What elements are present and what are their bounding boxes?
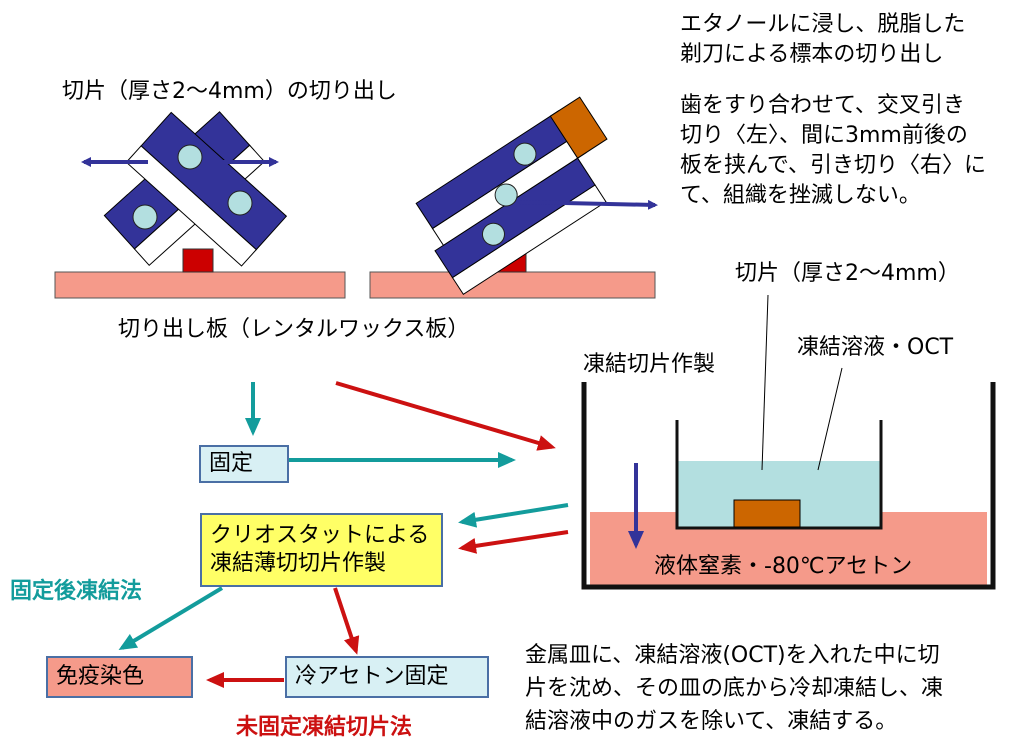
pointer-section [761,294,769,471]
section-cut-title: 切片（厚さ2～4mm）の切り出し [62,79,397,104]
oct-label: 凍結溶液・OCT [797,335,954,360]
immuno-label: 免疫染色 [56,664,145,689]
cutting-board-right [369,271,656,299]
method-unfixed-label: 未固定凍結切片法 [236,715,413,740]
footer-line-2: 片を沈め、その皿の底から冷却凍結し、凍 [525,676,944,701]
arrow-freeze-to-cryostat-teal [458,503,569,528]
cryostat-line-2: 凍結薄切切片作製 [210,551,387,576]
cut-note-line-2: 切り〈左〉、間に3mm前後の [680,123,968,148]
tissue-section [733,499,801,528]
frozen-prep-title: 凍結切片作製 [583,352,716,377]
fix-box-label: 固定 [209,451,254,476]
knife-note-line-2: 剃刀による標本の切り出し [680,42,944,67]
specimen-block-left [182,248,214,273]
blade-pair-left [103,111,288,267]
knife-note-line-1: エタノールに浸し、脱脂した [680,12,966,37]
cryostat-line-1: クリオスタットによる [210,523,430,548]
section-thickness-label: 切片（厚さ2～4mm） [735,261,960,286]
cut-note-line-3: 板を挟んで、引き切り〈右〉に [680,153,987,178]
footer-line-1: 金属皿に、凍結溶液(OCT)を入れた中に切 [525,643,940,668]
nitrogen-label: 液体窒素・-80℃アセトン [654,554,913,579]
arrow-direct-to-freeze [335,381,556,451]
arrow-freeze-to-cryostat-red [458,530,569,554]
cutting-board-left [54,271,346,299]
metal-dish [675,420,883,530]
immuno-box: 免疫染色 [46,656,193,698]
board-label: 切り出し板（レンタルワックス板） [118,317,470,342]
freezing-container [581,382,996,590]
cryostat-box: クリオスタットによる 凍結薄切切片作製 [200,513,443,587]
arrow-cryostat-to-immuno [118,586,224,651]
pointer-oct [817,367,843,471]
arrow-cryostat-to-acetone [333,587,360,655]
cold-acetone-label: 冷アセトン固定 [295,664,449,689]
fix-box: 固定 [199,445,289,483]
blade-pair-right [415,96,608,296]
cut-note-line-4: て、組織を挫滅しない。 [680,183,921,208]
cold-acetone-box: 冷アセトン固定 [285,656,489,698]
arrow-pull-outward [519,199,658,210]
method-fixed-label: 固定後凍結法 [10,579,143,604]
cut-note-line-1: 歯をすり合わせて、交叉引き [680,93,965,118]
footer-line-3: 結溶液中のガスを除いて、凍結する。 [525,709,898,734]
